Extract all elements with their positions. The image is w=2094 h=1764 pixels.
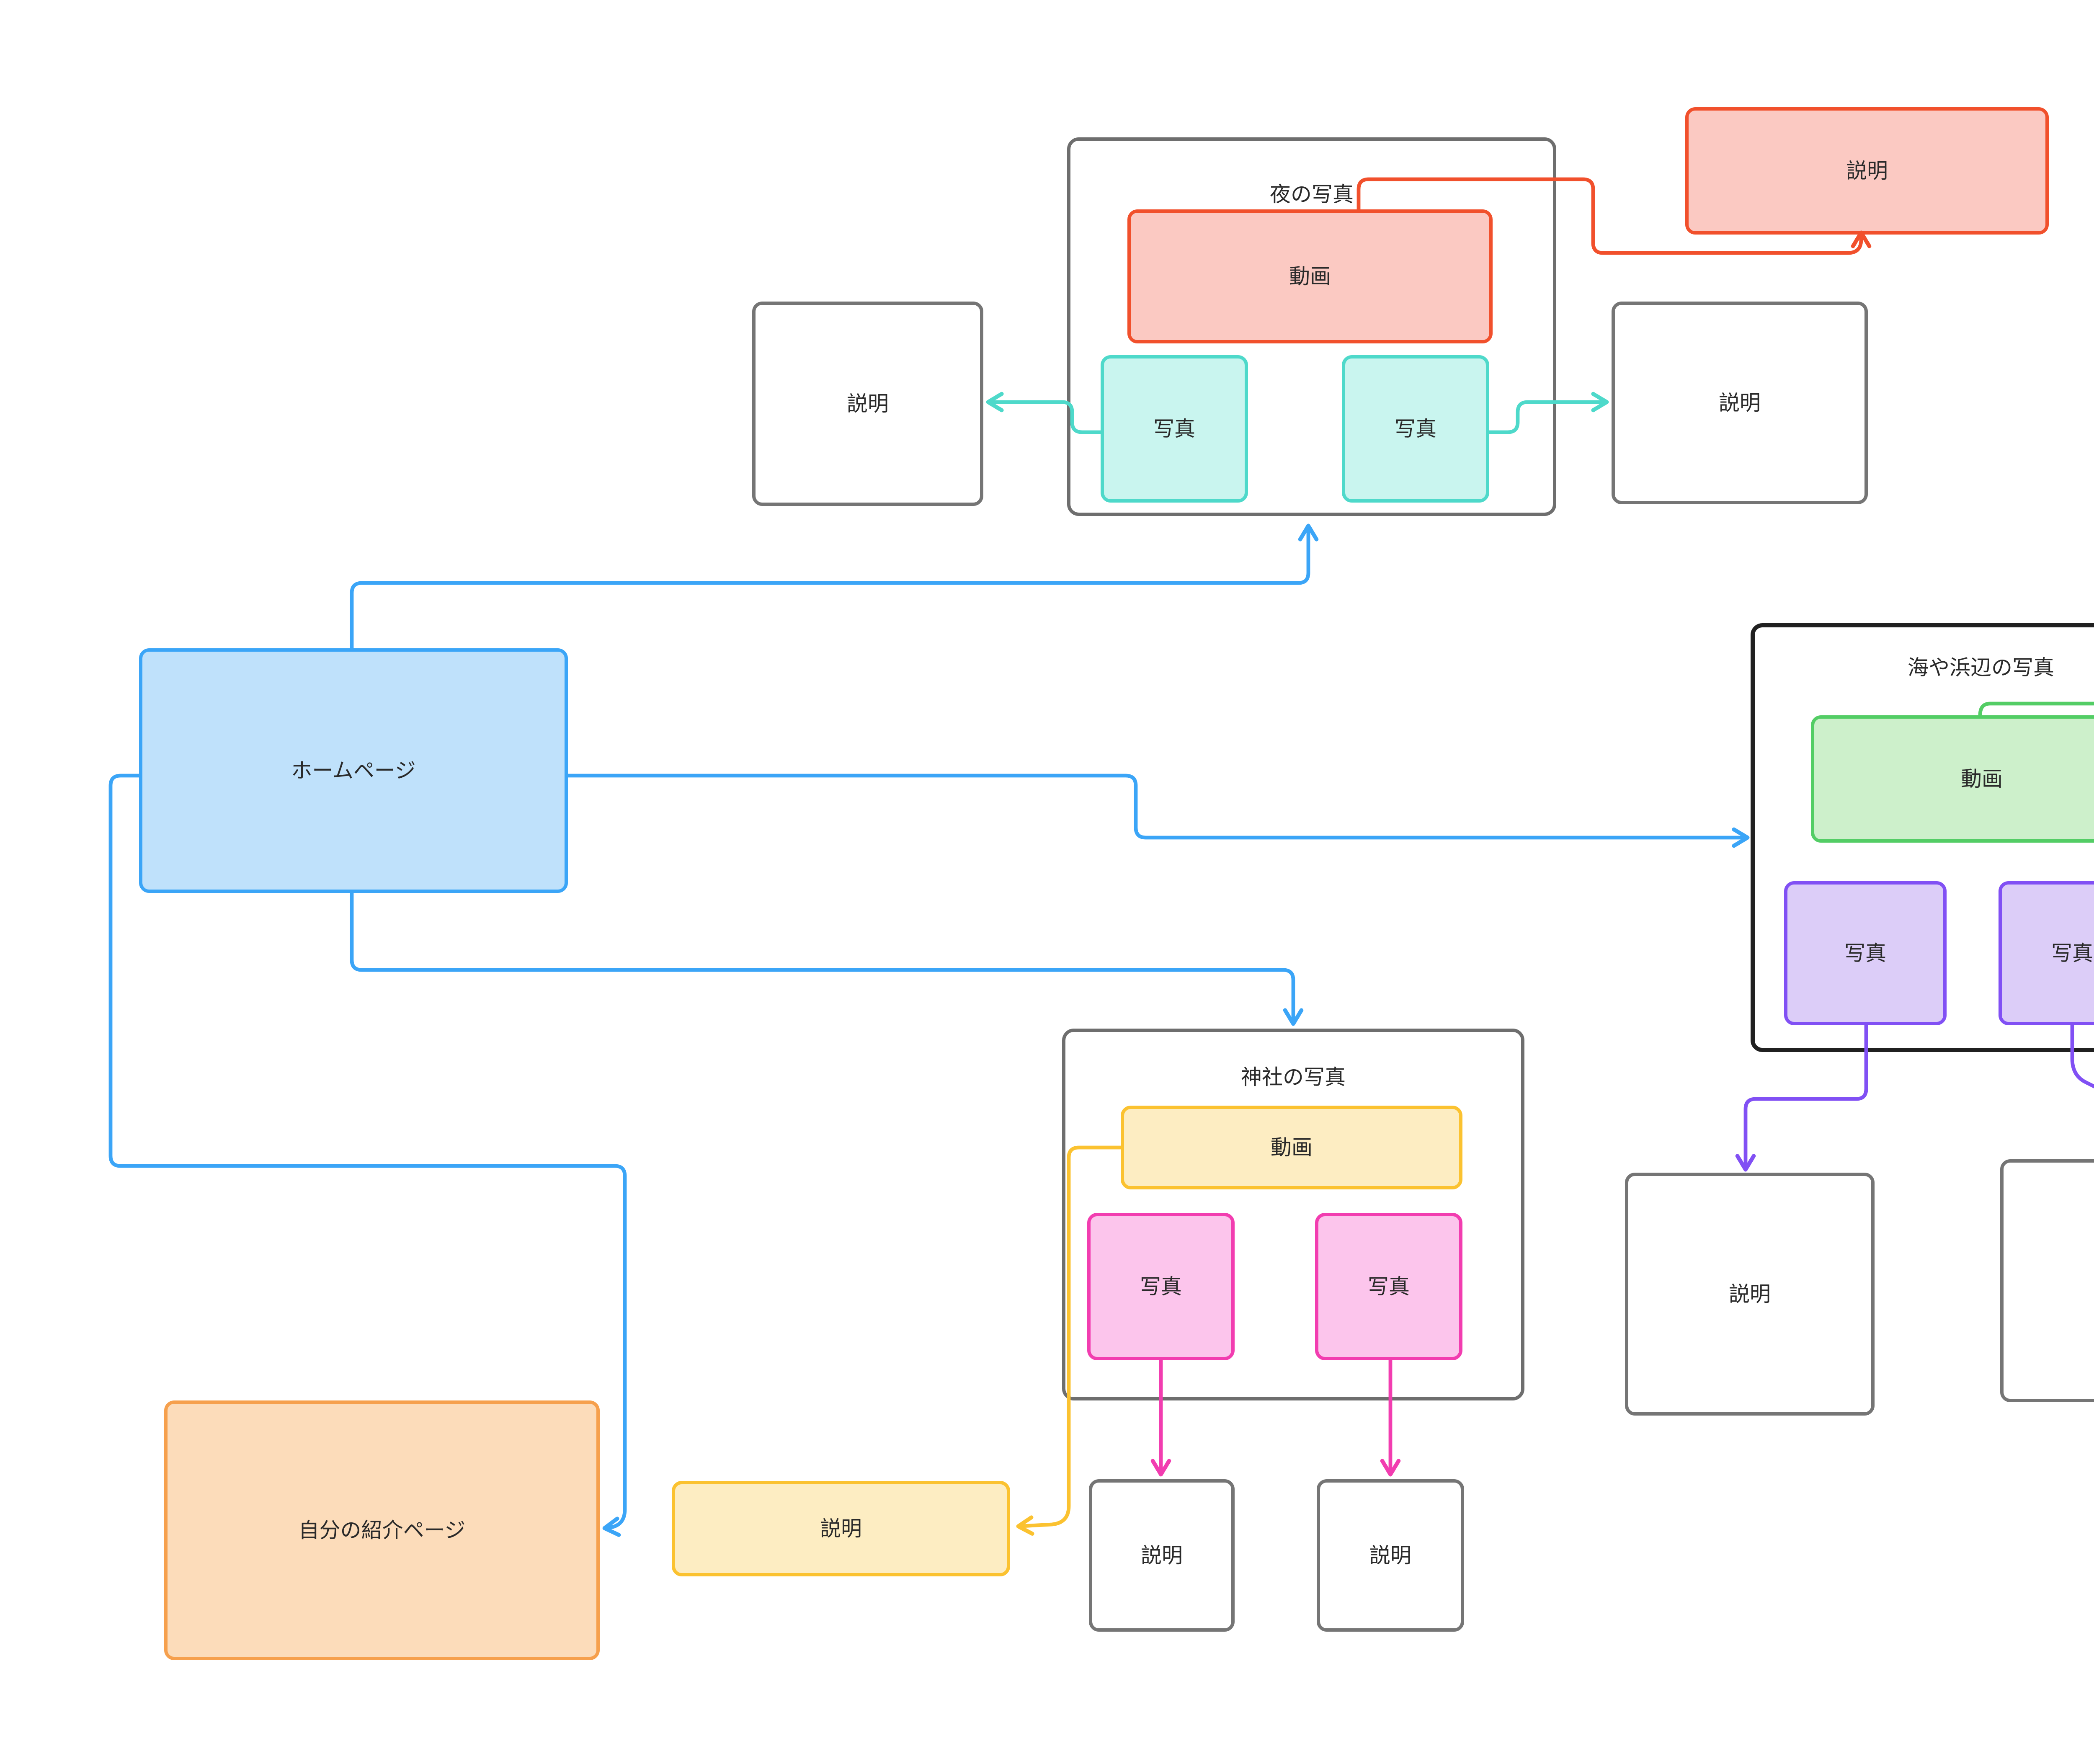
arrow-sea-photo1-to-left-description[interactable] <box>1735 1023 1868 1172</box>
night-photos-group[interactable]: 夜の写真 <box>1067 137 1556 516</box>
arrow-home-to-intro-page[interactable] <box>108 774 627 1537</box>
arrow-home-to-sea-group[interactable] <box>566 774 1750 848</box>
night-video-node[interactable]: 動画 <box>1127 209 1493 343</box>
night-right-description-node[interactable]: 説明 <box>1612 302 1868 504</box>
arrow-sea-video-to-description[interactable] <box>1978 701 2094 759</box>
sea-photos-group[interactable]: 海や浜辺の写真 <box>1751 623 2094 1052</box>
sea-photos-group-title: 海や浜辺の写真 <box>1908 655 2054 680</box>
arrow-night-photo1-to-left-description[interactable] <box>986 392 1103 434</box>
arrow-sea-photo2-to-right-description[interactable] <box>2070 1023 2094 1153</box>
arrow-night-video-to-description[interactable] <box>1356 177 1872 255</box>
sea-video-node[interactable]: 動画 <box>1811 715 2094 843</box>
night-video-description-node[interactable]: 説明 <box>1685 107 2049 235</box>
arrow-shrine-video-to-description[interactable] <box>1016 1145 1123 1536</box>
shrine-photos-group[interactable]: 神社の写真 <box>1062 1029 1524 1400</box>
sea-right-description-node[interactable]: 説明 <box>2000 1159 2094 1402</box>
night-left-description-node[interactable]: 説明 <box>752 302 983 506</box>
shrine-video-node[interactable]: 動画 <box>1121 1106 1462 1189</box>
arrow-home-to-shrine-group[interactable] <box>350 891 1304 1026</box>
arrow-night-photo2-to-right-description[interactable] <box>1487 392 1609 434</box>
arrow-home-to-night-group[interactable] <box>350 524 1319 650</box>
shrine-photos-group-title: 神社の写真 <box>1241 1065 1346 1089</box>
sea-left-description-node[interactable]: 説明 <box>1625 1173 1875 1416</box>
night-photos-group-title: 夜の写真 <box>1270 182 1354 206</box>
